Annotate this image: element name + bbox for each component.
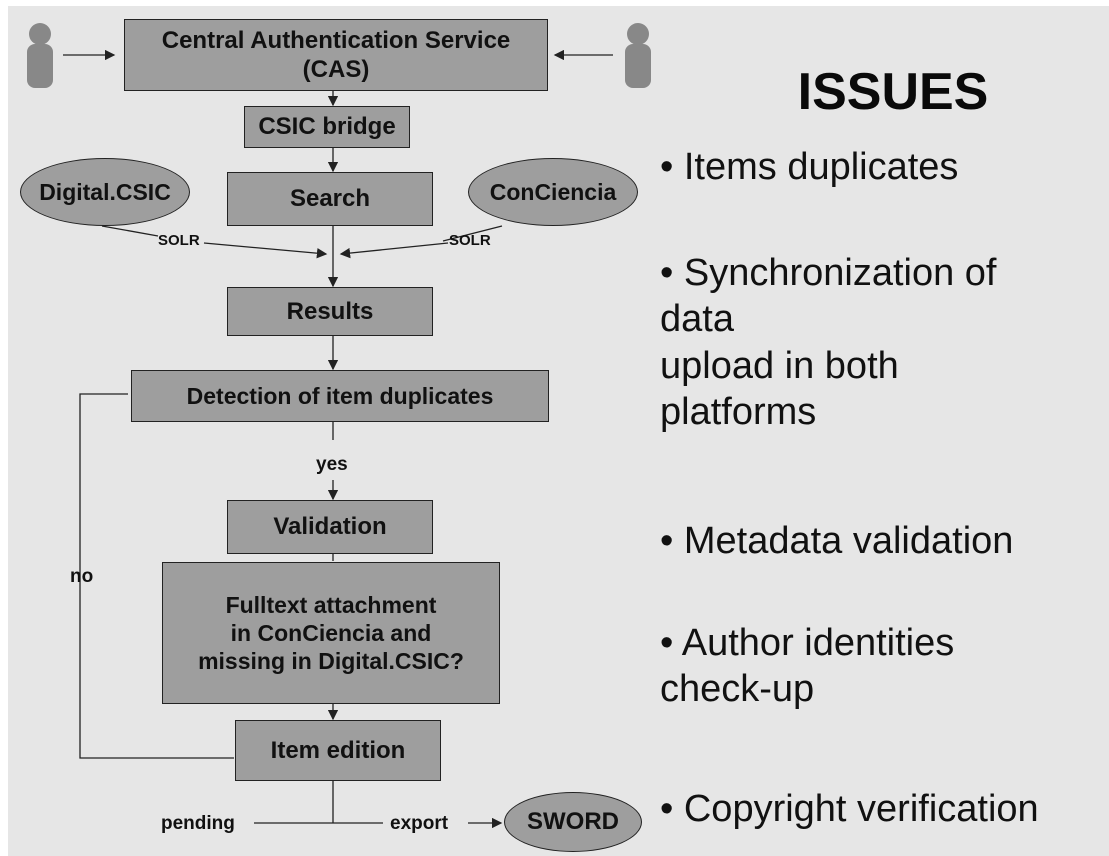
results-box: Results [227, 287, 433, 336]
csic-bridge-box: CSIC bridge [244, 106, 410, 148]
fulltext-box: Fulltext attachment in ConCiencia and mi… [162, 562, 500, 704]
solr-label-left: SOLR [158, 232, 200, 249]
solr-label-right: SOLR [449, 232, 491, 249]
conciencia-node: ConCiencia [468, 158, 638, 226]
cas-box: Central Authentication Service (CAS) [124, 19, 548, 91]
issue-item: • Metadata validation [660, 520, 1014, 562]
user-icon-right [625, 23, 651, 88]
slide: Central Authentication Service (CAS) CSI… [8, 6, 1109, 856]
issue-item: • Synchronization of data upload in both… [660, 252, 997, 434]
search-box: Search [227, 172, 433, 226]
no-label: no [70, 566, 94, 587]
user-icon-left [27, 23, 53, 88]
issue-item: • Author identities check-up [660, 622, 955, 711]
yes-label: yes [316, 454, 348, 475]
issue-item: • Items duplicates [660, 146, 959, 188]
issues-title: ISSUES [797, 63, 989, 121]
export-label: export [390, 813, 449, 834]
digital-csic-node: Digital.CSIC [20, 158, 190, 226]
pending-label: pending [161, 813, 235, 834]
flow-connectors [63, 49, 613, 829]
validation-box: Validation [227, 500, 433, 554]
sword-node: SWORD [504, 792, 642, 852]
detection-box: Detection of item duplicates [131, 370, 549, 422]
issue-item: • Copyright verification [660, 788, 1039, 830]
item-edition-box: Item edition [235, 720, 441, 781]
